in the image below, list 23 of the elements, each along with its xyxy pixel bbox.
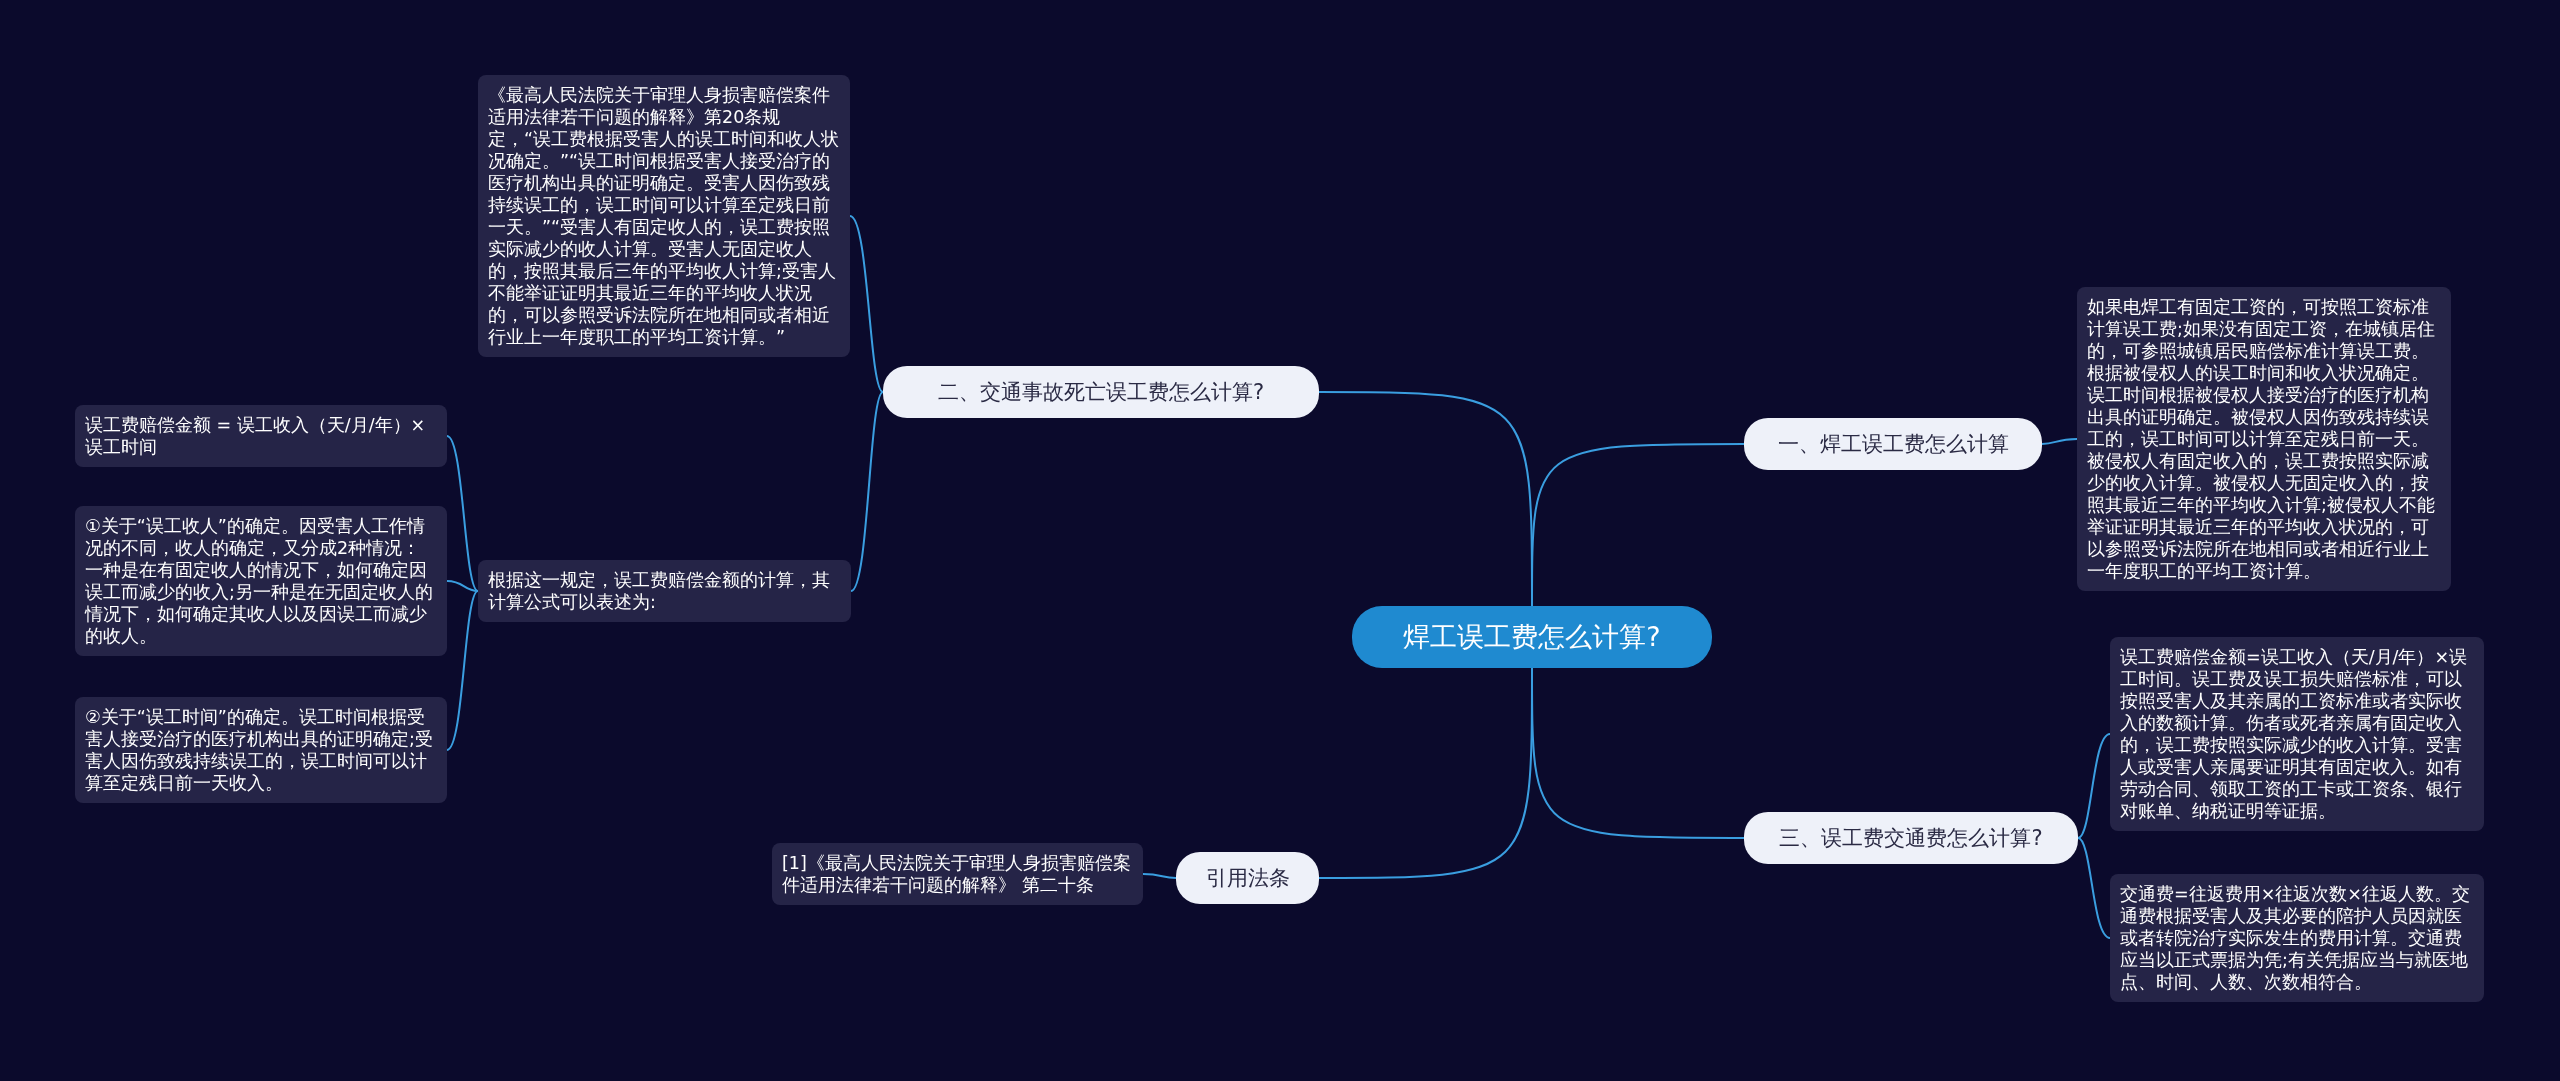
topic-node: 一、焊工误工费怎么计算 [1744,418,2042,470]
connector-line [1142,873,1177,879]
text-card: 误工费赔偿金额 = 误工收入（天/月/年）× 误工时间 [75,405,447,467]
connector-line [850,391,884,592]
central-topic: 焊工误工费怎么计算? [1352,606,1712,668]
connector-line [2041,438,2078,445]
text-card: ②关于“误工时间”的确定。误工时间根据受害人接受治疗的医疗机构出具的证明确定;受害人因伤致残持续误工的，误工时间可以计算至定残日前一天收入。 [75,697,447,803]
text-card: 根据这一规定，误工费赔偿金额的计算，其计算公式可以表述为: [478,560,851,622]
text-card: ①关于“误工收人”的确定。因受害人工作情况的不同，收人的确定，又分成2种情况：一种是在有固定收人的情况下，如何确定因误工而减少的收入;另一种是在无固定收人的情况下，如何确定其收人以及因误工而减少的收人。 [75,506,447,656]
connector-line [2077,733,2111,839]
text-card: 误工费赔偿金额=误工收入（天/月/年）×误工时间。误工费及误工损失赔偿标准，可以按照受害人及其亲属的工资标准或者实际收入的数额计算。伤者或死者亲属有固定收入的，误工费按照实际减少的收入计算。受害人或受害人亲属要证明其有固定收入。如有劳动合同、领取工资的工卡或工资条、银行对账单、纳税证明等证据。 [2110,637,2484,831]
text-card: 如果电焊工有固定工资的，可按照工资标准计算误工费;如果没有固定工资，在城镇居住的，可参照城镇居民赔偿标准计算误工费。根据被侵权人的误工时间和收入状况确定。误工时间根据被侵权人接受治疗的医疗机构出具的证明确定。被侵权人因伤致残持续误工的，误工时间可以计算至定残日前一天。被侵权人有固定收入的，误工费按照实际减少的收入计算。被侵权人无固定收入的，按照其最近三年的平均收入计算;被侵权人不能举证证明其最近三年的平均收入状况的，可以参照受诉法院所在地相同或者相近行业上一年度职工的平均工资计算。 [2077,287,2451,591]
text-card: 交通费=往返费用×往返次数×往返人数。交通费根据受害人及其必要的陪护人员因就医或者转院治疗实际发生的费用计算。交通费应当以正式票据为凭;有关凭据应当与就医地点、时间、人数、次数相符合。 [2110,874,2484,1002]
topic-node: 三、误工费交通费怎么计算? [1744,812,2078,864]
connector-line [849,215,884,393]
topic-node: 引用法条 [1176,852,1319,904]
text-card: 《最高人民法院关于审理人身损害赔偿案件适用法律若干问题的解释》第20条规定，“误工费根据受害人的误工时间和收人状况确定。”“误工时间根据受害人接受治疗的医疗机构出具的证明确定。受害人因伤致残持续误工的，误工时间可以计算至定残日前一天。”“受害人有固定收人的，误工费按照实际减少的收人计算。受害人无固定收人的，按照其最后三年的平均收人计算;受害人不能举证证明其最近三年的平均收人状况的，可以参照受诉法院所在地相同或者相近行业上一年度职工的平均工资计算。” [478,75,850,357]
topic-node: 二、交通事故死亡误工费怎么计算? [883,366,1319,418]
connector-line [446,580,479,592]
connector-line [446,435,479,592]
connector-line [2077,837,2111,939]
text-card: [1]《最高人民法院关于审理人身损害赔偿案件适用法律若干问题的解释》 第二十条 [772,843,1143,905]
connector-line [446,590,479,751]
